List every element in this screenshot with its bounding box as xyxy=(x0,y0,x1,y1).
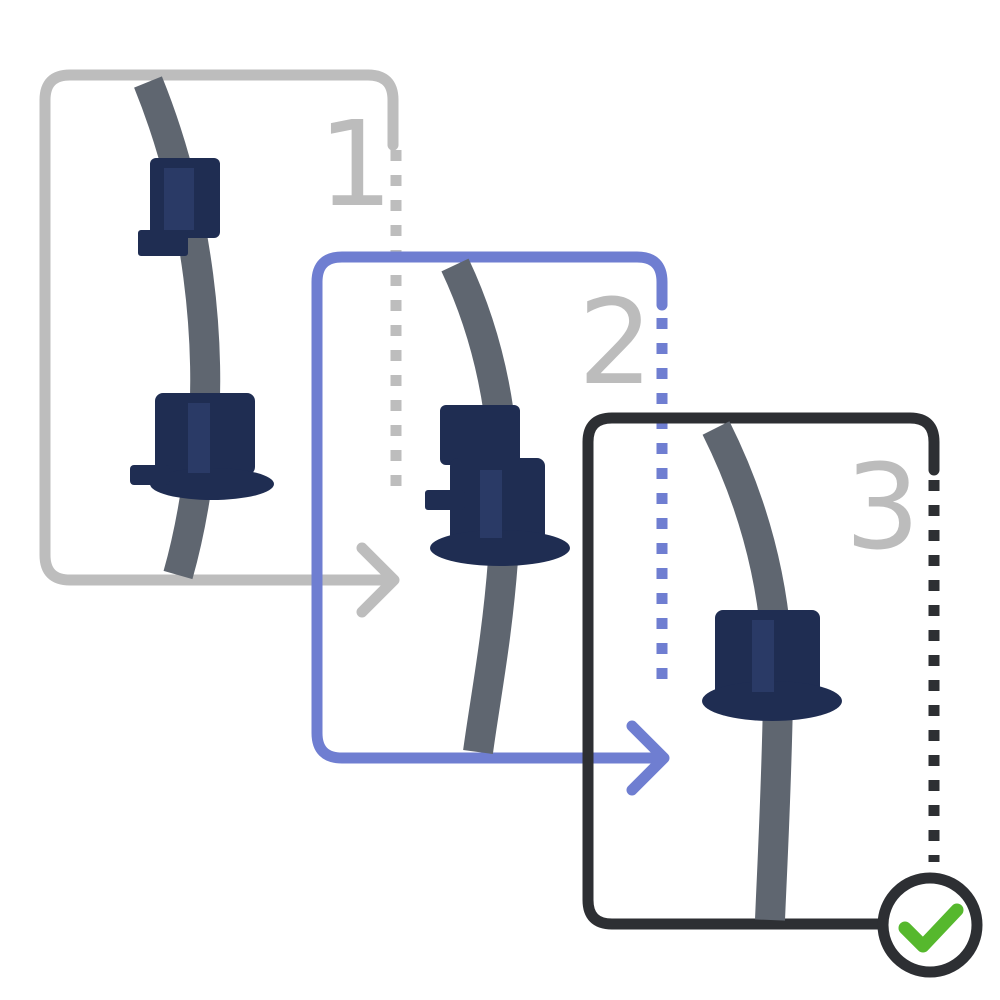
step-1-panel: 1 xyxy=(39,69,402,618)
step-3-number: 3 xyxy=(845,438,920,576)
step-3-clip xyxy=(702,610,842,721)
step-3-frame xyxy=(582,412,940,930)
checkmark-icon xyxy=(898,903,964,953)
step-1-frame xyxy=(39,69,399,586)
step-2-panel: 2 xyxy=(311,251,670,796)
step-1-clip-top xyxy=(138,158,220,256)
step-3-panel: 3 xyxy=(582,412,983,978)
step-1-cable xyxy=(134,76,221,580)
check-circle xyxy=(877,872,983,978)
step-1-number: 1 xyxy=(318,95,393,233)
completion-badge xyxy=(877,872,983,978)
step-2-clip xyxy=(425,405,570,566)
step-1-arrow-icon xyxy=(356,542,400,618)
step-1-clip-bottom xyxy=(130,393,274,500)
step-2-number: 2 xyxy=(578,273,653,411)
step-2-arrow-icon xyxy=(626,720,670,796)
step-2-frame xyxy=(311,251,668,764)
